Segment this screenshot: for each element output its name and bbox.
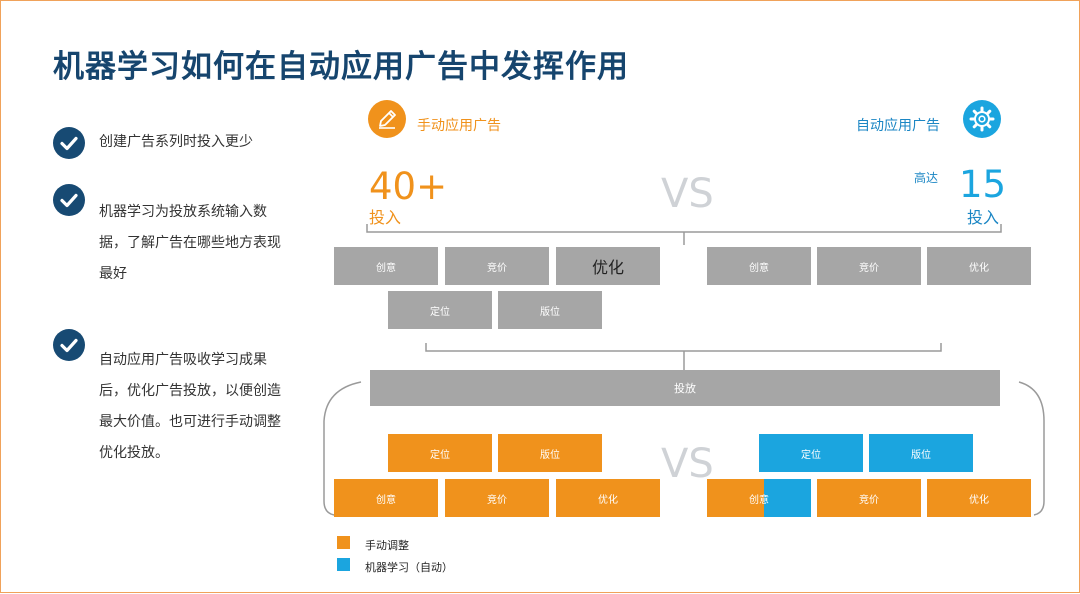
check-circle-icon <box>53 184 85 216</box>
bullet-text: 自动应用广告吸收学习成果后，优化广告投放，以便创造最大价值。也可进行手动调整优化… <box>99 352 281 461</box>
auto-box-optimize-bottom: 优化 <box>927 479 1031 517</box>
manual-box-optimize-bottom: 优化 <box>556 479 660 517</box>
check-circle-icon <box>53 329 85 361</box>
manual-box-optimize: 优化 <box>556 247 660 285</box>
auto-unit: 投入 <box>967 208 1000 227</box>
box-label: 创意 <box>749 262 769 274</box>
manual-box-placement: 版位 <box>498 291 602 329</box>
manual-count: 40+ <box>369 165 448 208</box>
auto-prefix: 高达 <box>914 171 939 185</box>
box-label: 创意 <box>749 494 769 506</box>
auto-box-creative-bottom: 创意 <box>707 479 811 517</box>
pencil-icon <box>368 100 406 138</box>
legend-label-auto: 机器学习（自动） <box>365 561 453 574</box>
legend-swatch-auto <box>337 558 350 571</box>
box-label: 版位 <box>540 449 560 461</box>
box-label: 竞价 <box>487 494 507 506</box>
box-label: 创意 <box>376 494 396 506</box>
box-label: 竞价 <box>487 262 507 274</box>
auto-ads-label: 自动应用广告 <box>856 118 940 134</box>
box-label: 创意 <box>376 262 396 274</box>
box-label: 优化 <box>969 494 989 506</box>
manual-box-creative: 创意 <box>334 247 438 285</box>
bullet-text: 创建广告系列时投入更少 <box>99 134 253 150</box>
auto-box-bidding: 竞价 <box>817 247 921 285</box>
vs-label: VS <box>661 171 714 217</box>
manual-unit: 投入 <box>369 208 402 227</box>
box-label: 定位 <box>430 306 450 318</box>
manual-box-targeting-bottom: 定位 <box>388 434 492 472</box>
auto-box-targeting-bottom: 定位 <box>759 434 863 472</box>
legend-label-manual: 手动调整 <box>365 539 409 552</box>
legend-swatch-manual <box>337 536 350 549</box>
manual-box-bidding-bottom: 竞价 <box>445 479 549 517</box>
manual-box-creative-bottom: 创意 <box>334 479 438 517</box>
box-label: 版位 <box>911 449 931 461</box>
gear-icon <box>963 100 1001 138</box>
manual-box-bidding: 竞价 <box>445 247 549 285</box>
auto-count: 15 <box>959 163 1007 206</box>
box-label: 定位 <box>430 449 450 461</box>
box-label: 竞价 <box>859 494 879 506</box>
auto-box-placement-bottom: 版位 <box>869 434 973 472</box>
box-label: 优化 <box>969 262 989 274</box>
box-label: 版位 <box>540 306 560 318</box>
bullet-text: 机器学习为投放系统输入数据，了解广告在哪些地方表现最好 <box>99 204 281 282</box>
check-circle-icon <box>53 127 85 159</box>
box-label: 优化 <box>598 494 618 506</box>
auto-box-bidding-bottom: 竞价 <box>817 479 921 517</box>
box-label: 竞价 <box>859 262 879 274</box>
manual-box-targeting: 定位 <box>388 291 492 329</box>
box-label: 投放 <box>674 382 696 395</box>
manual-ads-label: 手动应用广告 <box>417 118 501 134</box>
delivery-bar: 投放 <box>370 370 1000 406</box>
manual-box-placement-bottom: 版位 <box>498 434 602 472</box>
auto-box-creative: 创意 <box>707 247 811 285</box>
box-label: 优化 <box>591 258 624 277</box>
slide-title: 机器学习如何在自动应用广告中发挥作用 <box>53 49 629 85</box>
vs-label-bottom: VS <box>661 441 714 487</box>
auto-box-optimize: 优化 <box>927 247 1031 285</box>
box-label: 定位 <box>801 449 821 461</box>
